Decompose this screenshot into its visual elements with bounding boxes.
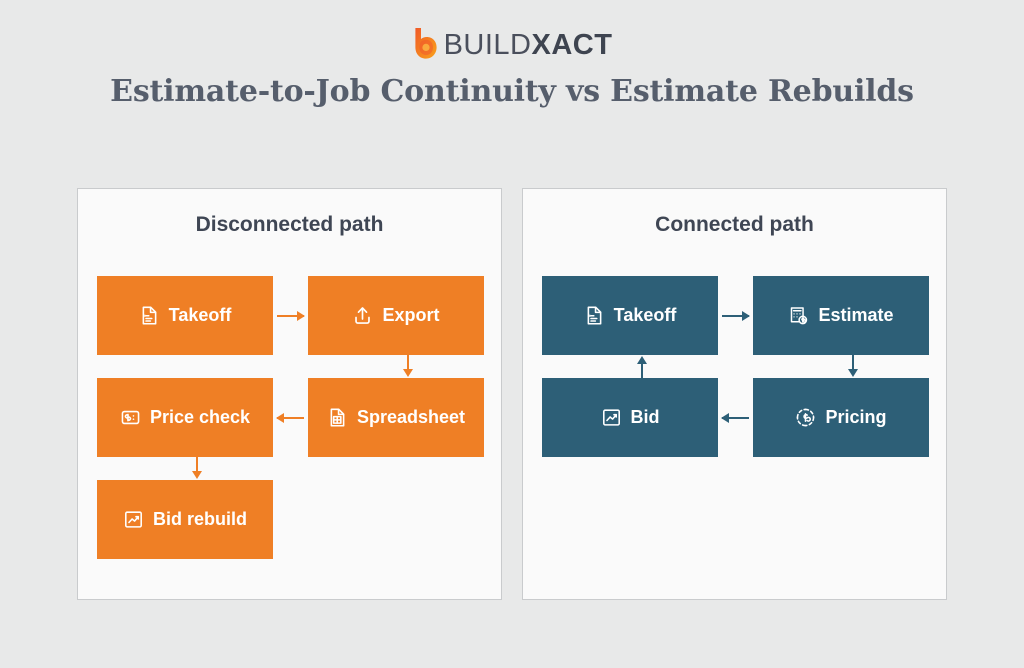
node-label: Estimate <box>818 305 894 325</box>
node-estimate[interactable]: Estimate <box>753 276 929 355</box>
price-tag-dollar-icon <box>120 407 141 428</box>
connector-bid-to-takeoff <box>630 355 654 378</box>
page-header: BUILDXACT Estimate-to-Job Continuity vs … <box>0 0 1024 109</box>
node-label: Bid rebuild <box>153 509 247 529</box>
node-takeoff[interactable]: Takeoff <box>542 276 718 355</box>
dashed-circle-dollar-icon <box>795 407 816 428</box>
flow-grid: Takeoff Export <box>97 276 484 582</box>
node-label: Pricing <box>825 407 887 427</box>
node-bid-rebuild[interactable]: Bid rebuild <box>97 480 273 559</box>
document-lines-icon <box>584 305 605 326</box>
page-title: Estimate-to-Job Continuity vs Estimate R… <box>110 74 914 109</box>
panel-title: Disconnected path <box>195 213 384 236</box>
panel-disconnected-path: Disconnected path Takeoff <box>77 188 502 600</box>
node-takeoff[interactable]: Takeoff <box>97 276 273 355</box>
chart-square-icon <box>601 407 622 428</box>
node-spreadsheet[interactable]: Spreadsheet <box>308 378 484 457</box>
panel-connected-path: Connected path Takeoff <box>522 188 947 600</box>
node-label: Bid <box>630 407 660 427</box>
comparison-panels: Disconnected path Takeoff <box>0 188 1024 600</box>
flow-grid: Takeoff <box>542 276 929 480</box>
flow-row: Bid P <box>542 378 929 457</box>
connector-spreadsheet-to-price-check <box>273 378 308 457</box>
node-label: Takeoff <box>613 305 677 325</box>
node-price-check[interactable]: Price check <box>97 378 273 457</box>
node-label: Takeoff <box>168 305 232 325</box>
flow-row: Price check Spreadsheet <box>97 378 484 479</box>
flow-row: Bid rebuild <box>97 480 484 559</box>
chart-square-icon <box>123 509 144 530</box>
buildxact-b-mark-icon <box>412 27 438 61</box>
node-label: Spreadsheet <box>356 407 466 427</box>
brand-logo: BUILDXACT <box>0 24 1024 64</box>
brand-name-light: BUILD <box>443 28 532 61</box>
connector-estimate-to-pricing <box>841 355 865 378</box>
node-label: Export <box>382 305 440 325</box>
node-pricing[interactable]: Pricing <box>753 378 929 457</box>
panel-title: Connected path <box>655 213 814 236</box>
connector-takeoff-to-export <box>273 276 308 355</box>
connector-price-check-to-bid-rebuild <box>185 457 209 480</box>
node-bid[interactable]: Bid <box>542 378 718 457</box>
connector-takeoff-to-estimate <box>718 276 753 355</box>
node-export[interactable]: Export <box>308 276 484 355</box>
document-grid-icon <box>327 407 348 428</box>
upload-arrow-icon <box>352 305 373 326</box>
connector-export-to-spreadsheet <box>396 355 420 378</box>
flow-row: Takeoff <box>542 276 929 378</box>
node-label: Price check <box>149 407 251 427</box>
calculator-dollar-icon <box>788 305 809 326</box>
document-lines-icon <box>139 305 160 326</box>
brand-wordmark: BUILDXACT <box>443 28 613 61</box>
connector-pricing-to-bid <box>718 378 753 457</box>
flow-row: Takeoff Export <box>97 276 484 377</box>
brand-name-bold: XACT <box>531 28 613 61</box>
